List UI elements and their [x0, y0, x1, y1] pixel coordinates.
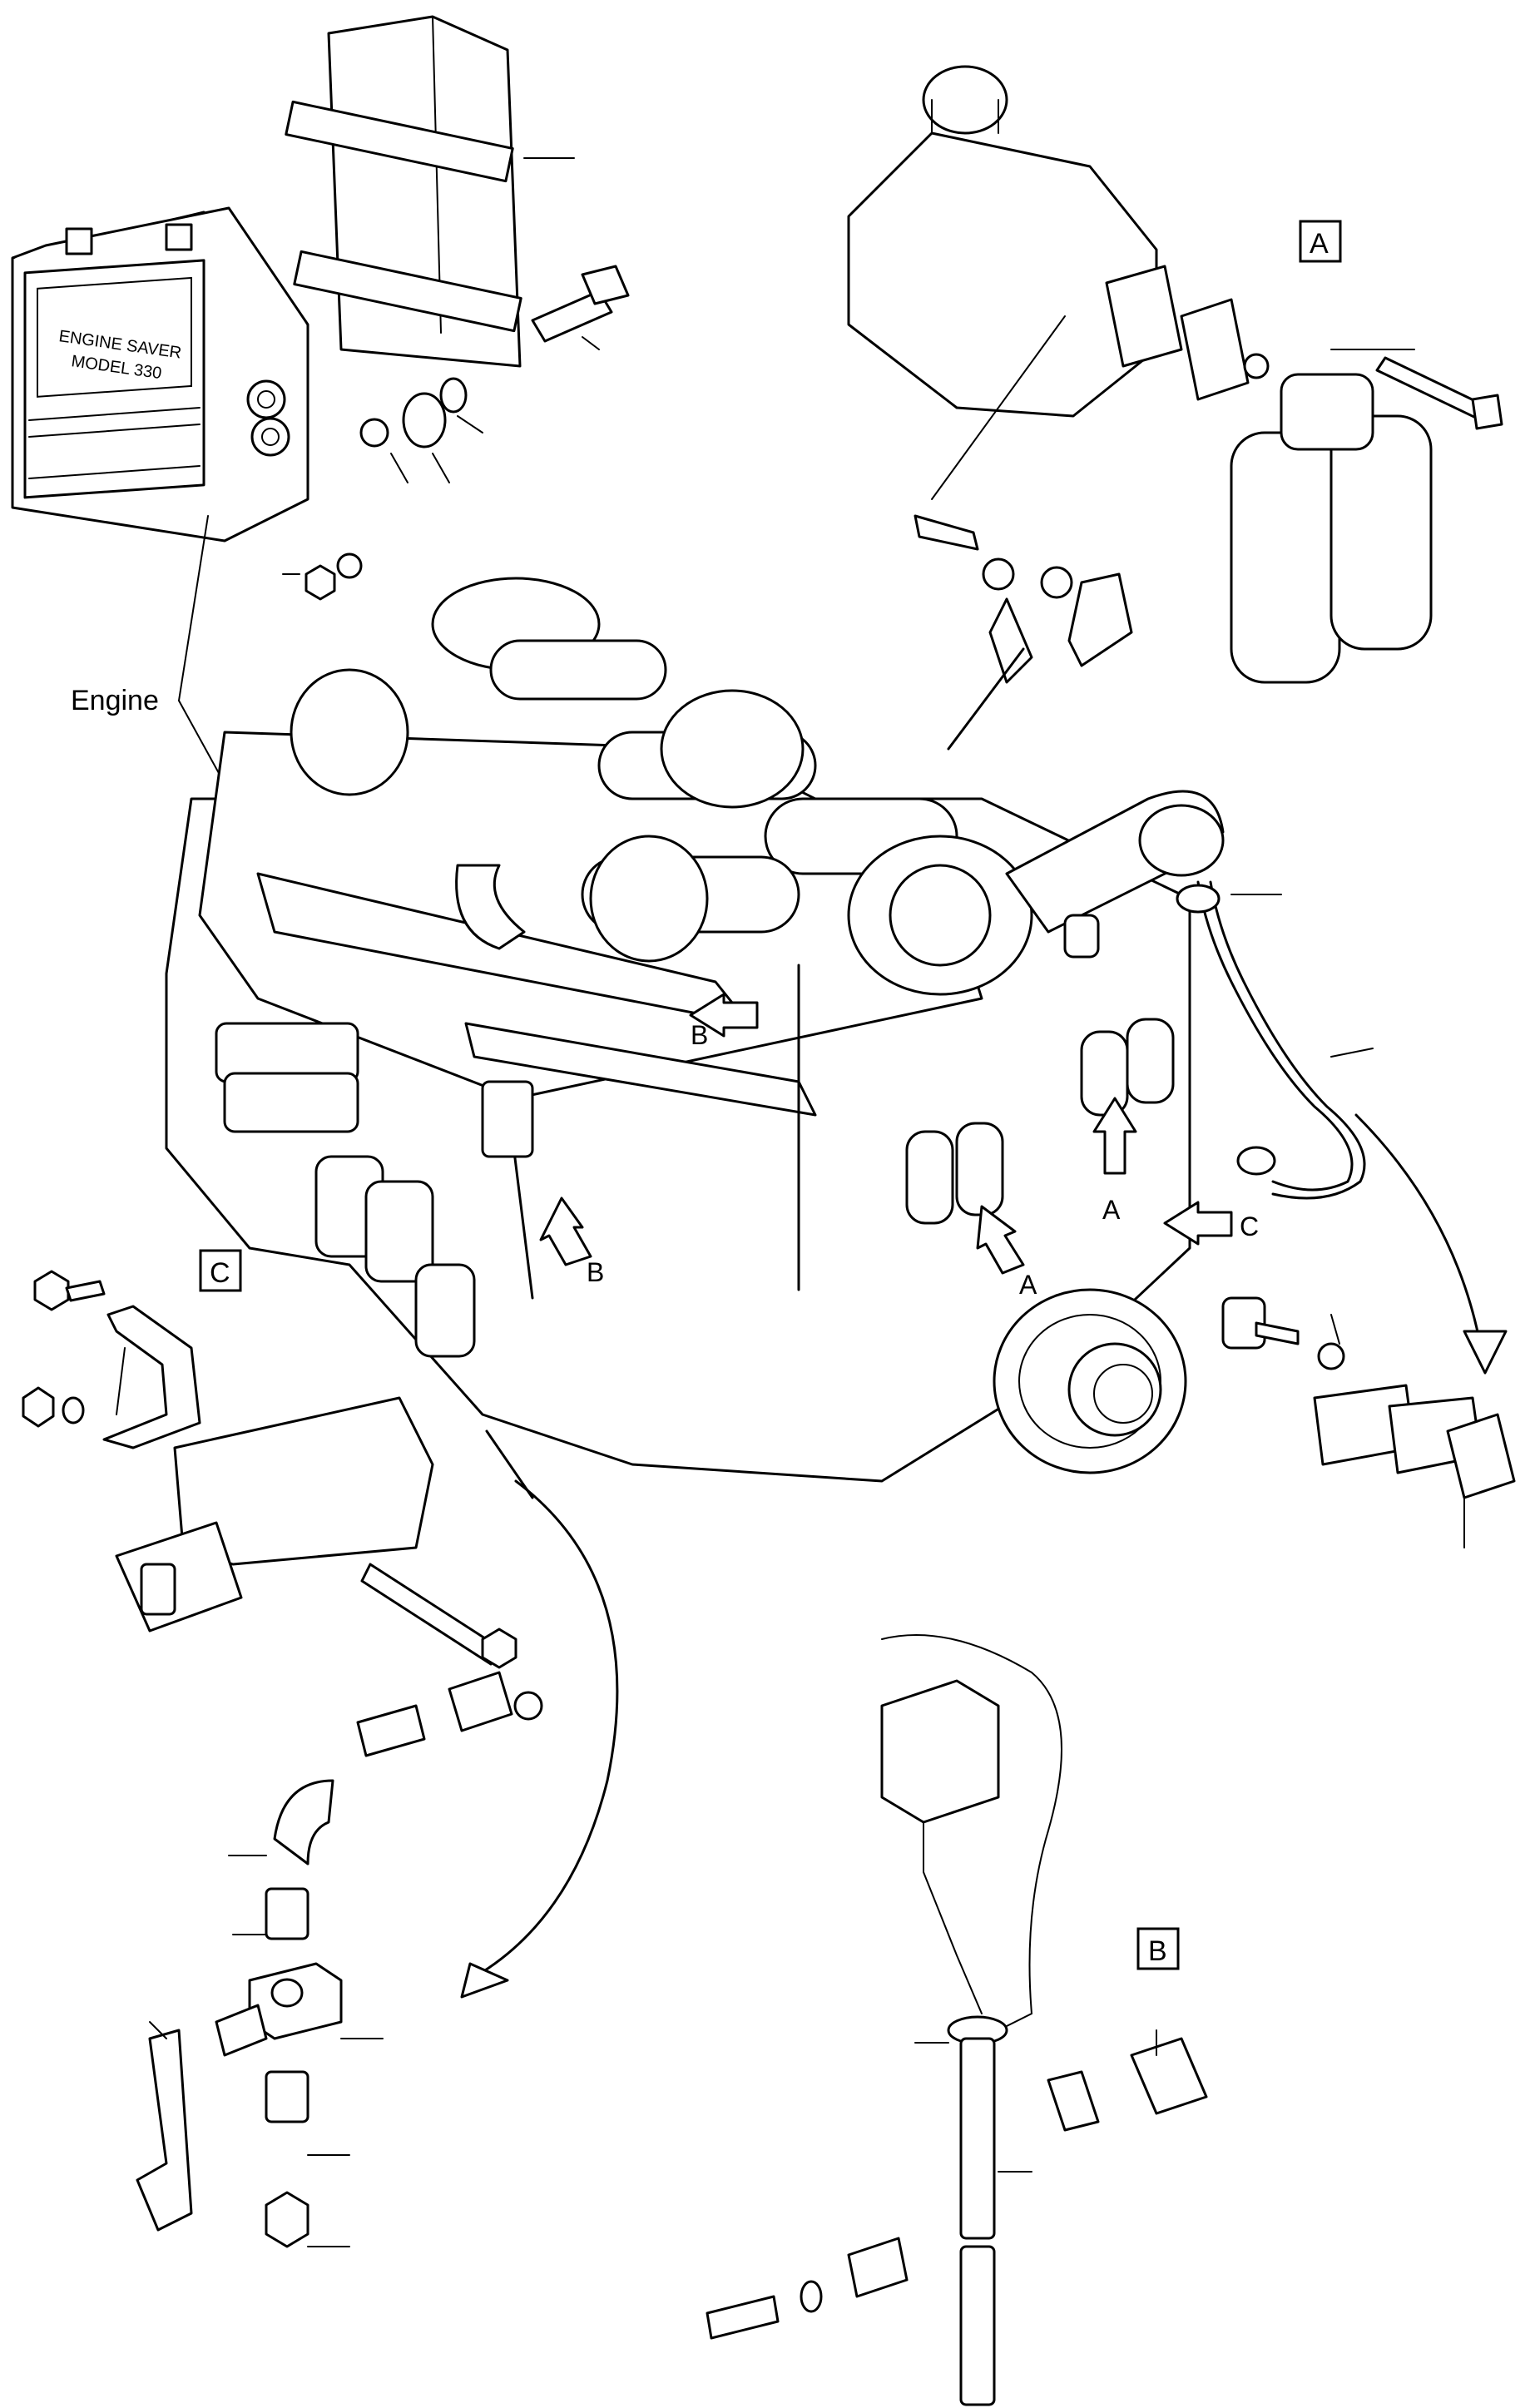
detail-b-label-box: [1136, 1927, 1180, 1970]
detail-c-label: C: [210, 1257, 230, 1289]
detail-c: C: [22, 1249, 517, 1669]
module-bracket: [285, 15, 575, 368]
right-hose: [1176, 880, 1508, 1375]
detail-c-label-box: [199, 1249, 242, 1292]
fitting-stack: [136, 1429, 619, 2248]
arrow-label-b1: B: [691, 1020, 708, 1050]
arrow-label-a1: A: [1102, 1195, 1121, 1225]
front-pulley: [993, 1288, 1187, 1474]
detail-b-label: B: [1148, 1935, 1167, 1967]
detail-b: B: [706, 1634, 1208, 2406]
detail-a-label: A: [1310, 228, 1329, 260]
module-mounting-hardware: [282, 265, 630, 601]
engine-saver-module: ENGINE SAVER MODEL 330: [11, 206, 309, 543]
hose-clamp-assembly: [1221, 1296, 1516, 1548]
detail-a-label-box: [1299, 220, 1342, 263]
arrow-label-b2: B: [587, 1257, 604, 1287]
turbo-piping: [290, 577, 1225, 996]
arrow-label-c: C: [1240, 1211, 1259, 1241]
arrow-label-a2: A: [1019, 1270, 1037, 1300]
engine-label: Engine: [71, 685, 159, 716]
location-arrows: B B A A C: [539, 993, 1259, 1300]
engine-callout: Engine: [71, 515, 234, 800]
detail-a: A: [847, 65, 1503, 751]
